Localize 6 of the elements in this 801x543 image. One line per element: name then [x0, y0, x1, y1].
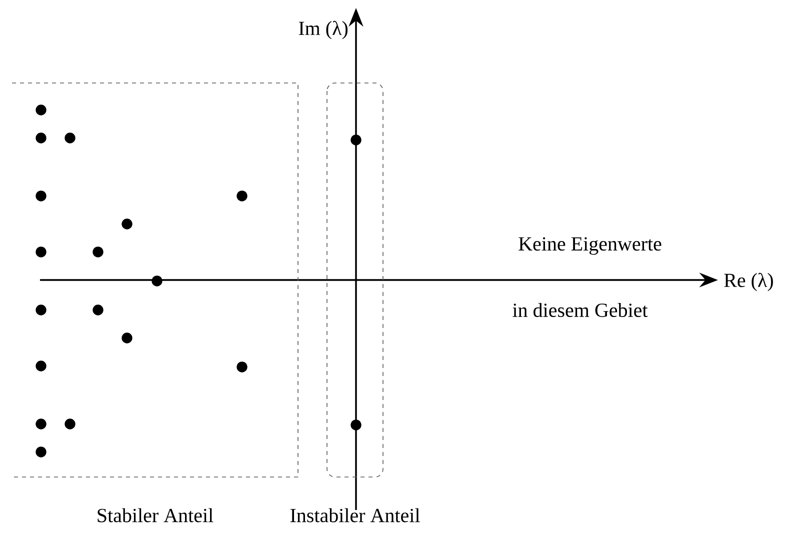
axis-label: Re (λ) [724, 272, 773, 292]
region-label: Instabiler Anteil [290, 508, 420, 522]
axis-label: Keine Eigenwerte [518, 237, 662, 255]
axis-label: Im (λ) [298, 20, 348, 40]
axis-label: in diesem Gebiet [512, 302, 648, 318]
region-label: Stabiler Anteil [98, 508, 214, 522]
